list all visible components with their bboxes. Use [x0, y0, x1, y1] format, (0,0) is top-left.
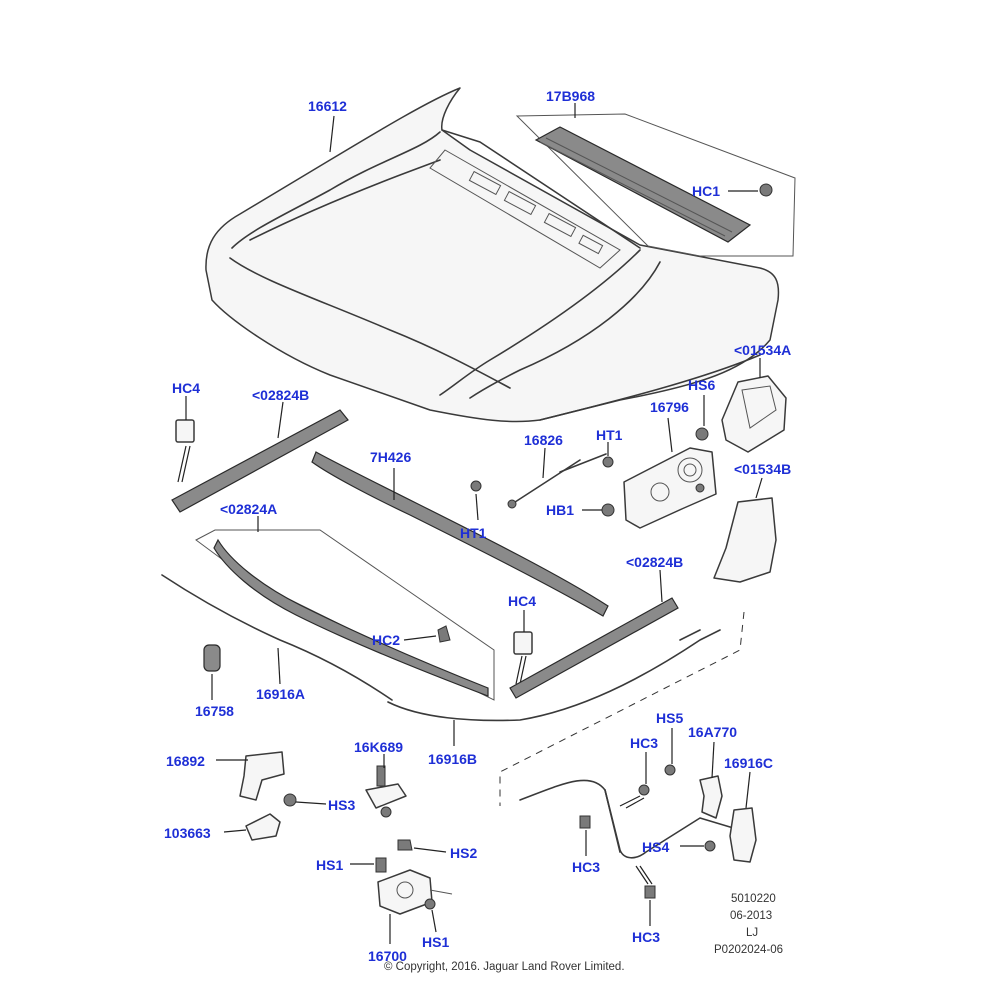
callout-hc3-top: HC3 [630, 735, 659, 751]
callout-hc3-left: HC3 [572, 859, 601, 875]
ref-code: LJ [746, 927, 759, 939]
ref-number: 5010220 [731, 893, 776, 905]
callout-16700: 16700 [368, 948, 407, 964]
hs2-fastener [397, 839, 413, 851]
callout-ht1-top: HT1 [596, 427, 623, 443]
callout-103663: 103663 [164, 825, 211, 841]
bumper-16758 [203, 644, 221, 672]
cable-16916a [161, 574, 393, 701]
callout-16796: 16796 [650, 399, 689, 415]
ref-illustration-id: P0202024-06 [714, 944, 784, 956]
callout-01534b: <01534B [734, 461, 792, 477]
callout-7h426: 7H426 [370, 449, 412, 465]
bracket-16916c [729, 807, 757, 863]
callout-16916a: 16916A [256, 686, 306, 702]
callout-02824b-top: <02824B [252, 387, 310, 403]
cable-16916b [387, 629, 721, 722]
latch-16796 [623, 447, 717, 529]
gas-strut-16826 [470, 453, 614, 509]
bracket-16a770 [699, 775, 723, 819]
bracket-103663 [245, 813, 281, 841]
callout-hc2: HC2 [372, 632, 401, 648]
callout-hc4-right: HC4 [508, 593, 537, 609]
callout-17b968: 17B968 [546, 88, 596, 104]
callout-16916c: 16916C [724, 755, 774, 771]
hc3-clip-left [579, 815, 591, 829]
hs6-fastener [695, 427, 709, 441]
bracket-16892 [216, 751, 285, 801]
callout-hs2: HS2 [450, 845, 478, 861]
seal-02824b-left [171, 409, 349, 513]
cover-01534b [713, 497, 777, 583]
callout-02824a: <02824A [220, 501, 278, 517]
callout-02824b-right: <02824B [626, 554, 684, 570]
callout-hs1-bottom: HS1 [422, 934, 450, 950]
callout-hc1: HC1 [692, 183, 721, 199]
hc3-clip-top [638, 784, 650, 796]
callout-16a770: 16A770 [688, 724, 738, 740]
callout-hc4-left: HC4 [172, 380, 201, 396]
callout-hs4: HS4 [642, 839, 670, 855]
callout-ht1-bottom: HT1 [460, 525, 487, 541]
hc3-clip-bottom [644, 885, 656, 899]
guide-dashed [499, 611, 745, 806]
callout-01534a: <01534A [734, 342, 792, 358]
callout-16612: 16612 [308, 98, 347, 114]
seal-02824b-right [509, 597, 679, 699]
callout-hs3: HS3 [328, 797, 356, 813]
seal-7h426 [311, 451, 609, 617]
ref-date: 06-2013 [730, 910, 773, 922]
callout-16892: 16892 [166, 753, 205, 769]
callout-hs6: HS6 [688, 377, 716, 393]
hc4-clip-right [513, 610, 533, 685]
copyright: © Copyright, 2016. Jaguar Land Rover Lim… [384, 961, 625, 973]
vent-inset [515, 113, 796, 257]
callout-hc3-bottom: HC3 [632, 929, 661, 945]
callout-16758: 16758 [195, 703, 234, 719]
hs5-fastener [664, 764, 676, 776]
callout-16916b: 16916B [428, 751, 478, 767]
callout-hb1: HB1 [546, 502, 575, 518]
callout-16826: 16826 [524, 432, 563, 448]
hs4-fastener [704, 840, 716, 852]
hc4-clip-left [175, 396, 195, 483]
callout-16k689: 16K689 [354, 739, 404, 755]
callout-hs5: HS5 [656, 710, 684, 726]
hs1-bolt-bottom [424, 898, 436, 910]
hb1-bolt [601, 503, 615, 517]
hood-panel [205, 87, 780, 423]
seal-02824a-inset [195, 529, 495, 701]
cover-01534a [721, 375, 787, 453]
release-16k689 [365, 765, 407, 818]
callout-hs1-top: HS1 [316, 857, 344, 873]
latch-16700 [377, 869, 453, 915]
hs1-bolt-top [375, 857, 387, 873]
hs3-fastener [283, 793, 297, 807]
